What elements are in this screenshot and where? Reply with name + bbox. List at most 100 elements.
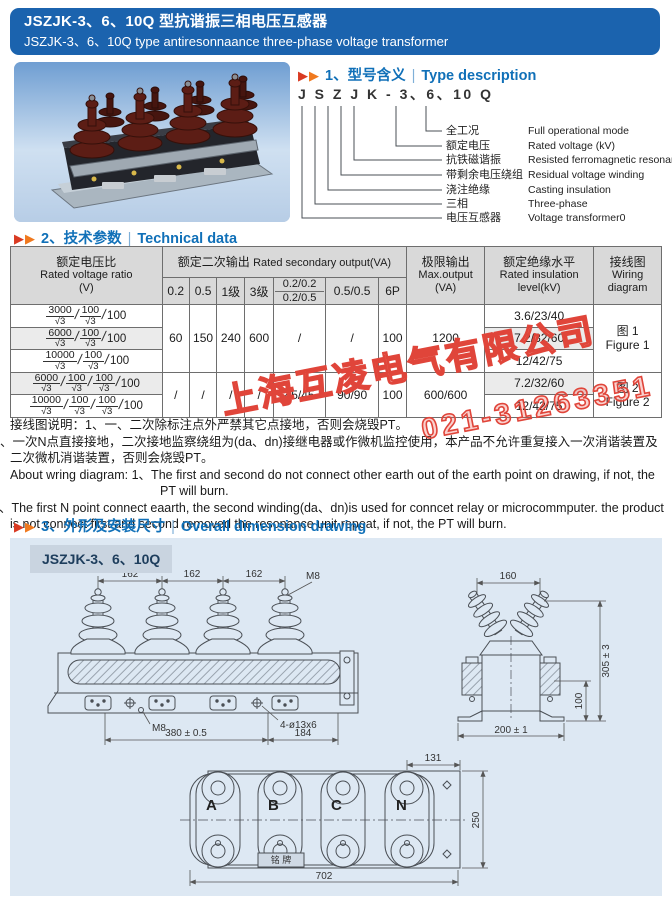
output-cell: /: [272, 304, 327, 373]
page-title: JSZJK-3、6、10Q 型抗谐振三相电压互感器 JSZJK-3、6、10Q …: [10, 8, 660, 55]
ratio-cell: 3000√3/100√3/100: [10, 304, 163, 328]
type-leader-lines: [301, 106, 442, 219]
legend-en: Voltage transformer0: [528, 212, 626, 224]
output-cell: /: [325, 304, 379, 373]
output-cell: 240: [216, 304, 246, 373]
legend-en: Resisted ferromagnetic resonance: [528, 154, 672, 166]
title-zh: JSZJK-3、6、10Q 型抗谐振三相电压互感器: [24, 13, 328, 30]
product-photo: [14, 62, 290, 222]
heading-divider: |: [411, 68, 416, 84]
note-en-label: About wring diagram:: [10, 467, 129, 482]
table-row: 3000√3/100√3/100 60 150 240 600 / / 100 …: [10, 304, 662, 373]
legend-zh: 带剩余电压绕组: [446, 169, 523, 181]
output-cell: 600: [244, 304, 274, 373]
table-row: 6000√3/100√3/100 7.2/32/60: [10, 326, 662, 350]
dim-200: 200 ± 1: [494, 725, 528, 736]
dimension-panel: JSZJK-3、6、10Q: [10, 538, 662, 896]
dim-162-3: 162: [246, 569, 263, 580]
top-view-drawing: A B C N 铭 牌 131 250 702: [180, 753, 488, 886]
legend-row: 三相 Three-phase: [296, 197, 668, 211]
ratio-cell: 10000√3/100√3/100: [10, 349, 163, 373]
output-cell: /: [188, 371, 218, 418]
legend-row: 抗铁磁谐振 Resisted ferromagnetic resonance: [296, 153, 672, 167]
note-zh-1: 接线图说明：1、一、二次除标注点外严禁其它点接地，否则会烧毁PT。: [10, 418, 408, 432]
section-arrow-icon: ▶: [309, 68, 319, 83]
subcol-0.2: 0.2: [161, 277, 190, 305]
section2-title-en: Technical data: [137, 231, 238, 247]
dim-131: 131: [425, 753, 442, 764]
output-cell: 100: [377, 371, 408, 418]
section3-title-zh: 外形及安装尺寸: [63, 519, 166, 535]
section1-heading: ▶▶1、型号含义|Type description: [298, 64, 536, 85]
legend-en: Rated voltage (kV): [528, 140, 615, 152]
panel-model-label: JSZJK-3、6、10Q: [30, 545, 173, 573]
section-arrow-icon: ▶: [25, 519, 35, 534]
dim-160: 160: [500, 571, 517, 582]
heading-divider: |: [127, 231, 132, 247]
max-output-cell: 600/600: [406, 371, 486, 418]
title-en: JSZJK-3、6、10Q type antiresonnaance three…: [24, 34, 449, 49]
ratio-cell: 10000√3/100√3/100√3/100: [10, 394, 163, 418]
dim-184: 184: [295, 728, 312, 739]
section1-number: 1、: [325, 68, 348, 84]
phase-label-c: C: [331, 797, 342, 814]
insulation-cell: 7.2/32/60: [484, 371, 595, 395]
section-arrow-icon: ▶: [14, 519, 24, 534]
output-cell: 150: [188, 304, 218, 373]
dim-162-1: 162: [122, 569, 139, 580]
section3-number: 3、: [41, 519, 64, 535]
legend-row: 电压互感器 Voltage transformer0: [296, 211, 668, 225]
legend-zh: 抗铁磁谐振: [446, 154, 501, 166]
front-view-drawing: 162 162 162 M8: [47, 569, 359, 745]
table-row: 10000√3/100√3/100√3/100 12/42/75: [10, 394, 662, 418]
subcol-6p: 6P: [377, 277, 408, 305]
dim-162-2: 162: [184, 569, 201, 580]
section2-title-zh: 技术参数: [63, 231, 122, 247]
legend-row: 额定电压 Rated voltage (kV): [296, 139, 668, 153]
wiring-notes: 接线图说明：1、一、二次除标注点外严禁其它点接地，否则会烧毁PT。 2、一次N点…: [0, 417, 664, 533]
section2-heading: ▶▶2、技术参数|Technical data: [14, 227, 237, 248]
output-cell: /: [216, 371, 246, 418]
dim-250: 250: [471, 811, 482, 828]
subcol-0.5: 0.5: [188, 277, 218, 305]
section-arrow-icon: ▶: [298, 68, 308, 83]
note-en-1: About wring diagram: 1、The first and sec…: [10, 467, 655, 499]
output-cell: 60: [161, 304, 190, 373]
note-zh-2: 2、一次N点直接接地，二次接地监察绕组为(da、dn)接继电器或作微机监控使用，…: [0, 434, 658, 466]
output-cell: 45/45: [272, 371, 327, 418]
note-en-2: 2、The first N point connect eaarth, the …: [0, 500, 664, 532]
legend-en: Three-phase: [528, 198, 588, 210]
section-arrow-icon: ▶: [14, 231, 24, 246]
legend-zh: 电压互感器: [446, 212, 501, 224]
side-view-drawing: 160: [457, 571, 612, 741]
dim-702: 702: [316, 871, 333, 882]
legend-zh: 全工况: [446, 125, 479, 137]
subcol-1ji: 1级: [216, 277, 246, 305]
nameplate-label: 铭 牌: [271, 854, 292, 865]
legend-en: Full operational mode: [528, 125, 629, 137]
dim-100: 100: [574, 692, 585, 709]
legend-zh: 三相: [446, 198, 468, 210]
output-cell: /: [161, 371, 190, 418]
nameplate-box: [257, 852, 305, 868]
product-photo-illustration: [14, 62, 290, 222]
legend-zh: 浇注绝缘: [446, 184, 490, 196]
legend-zh: 额定电压: [446, 140, 490, 152]
subcol-0.5-0.5: 0.5/0.5: [325, 277, 379, 305]
output-cell: /: [244, 371, 274, 418]
m8-bottom-label: M8: [152, 723, 166, 734]
insulation-cell: 3.6/23/40: [484, 304, 595, 328]
section3-heading: ▶▶3、外形及安装尺寸|Overall dimension drawing: [14, 515, 366, 536]
ratio-cell: 6000√3/100√3/100√3/100: [10, 371, 163, 395]
output-cell: 90/90: [325, 371, 379, 418]
